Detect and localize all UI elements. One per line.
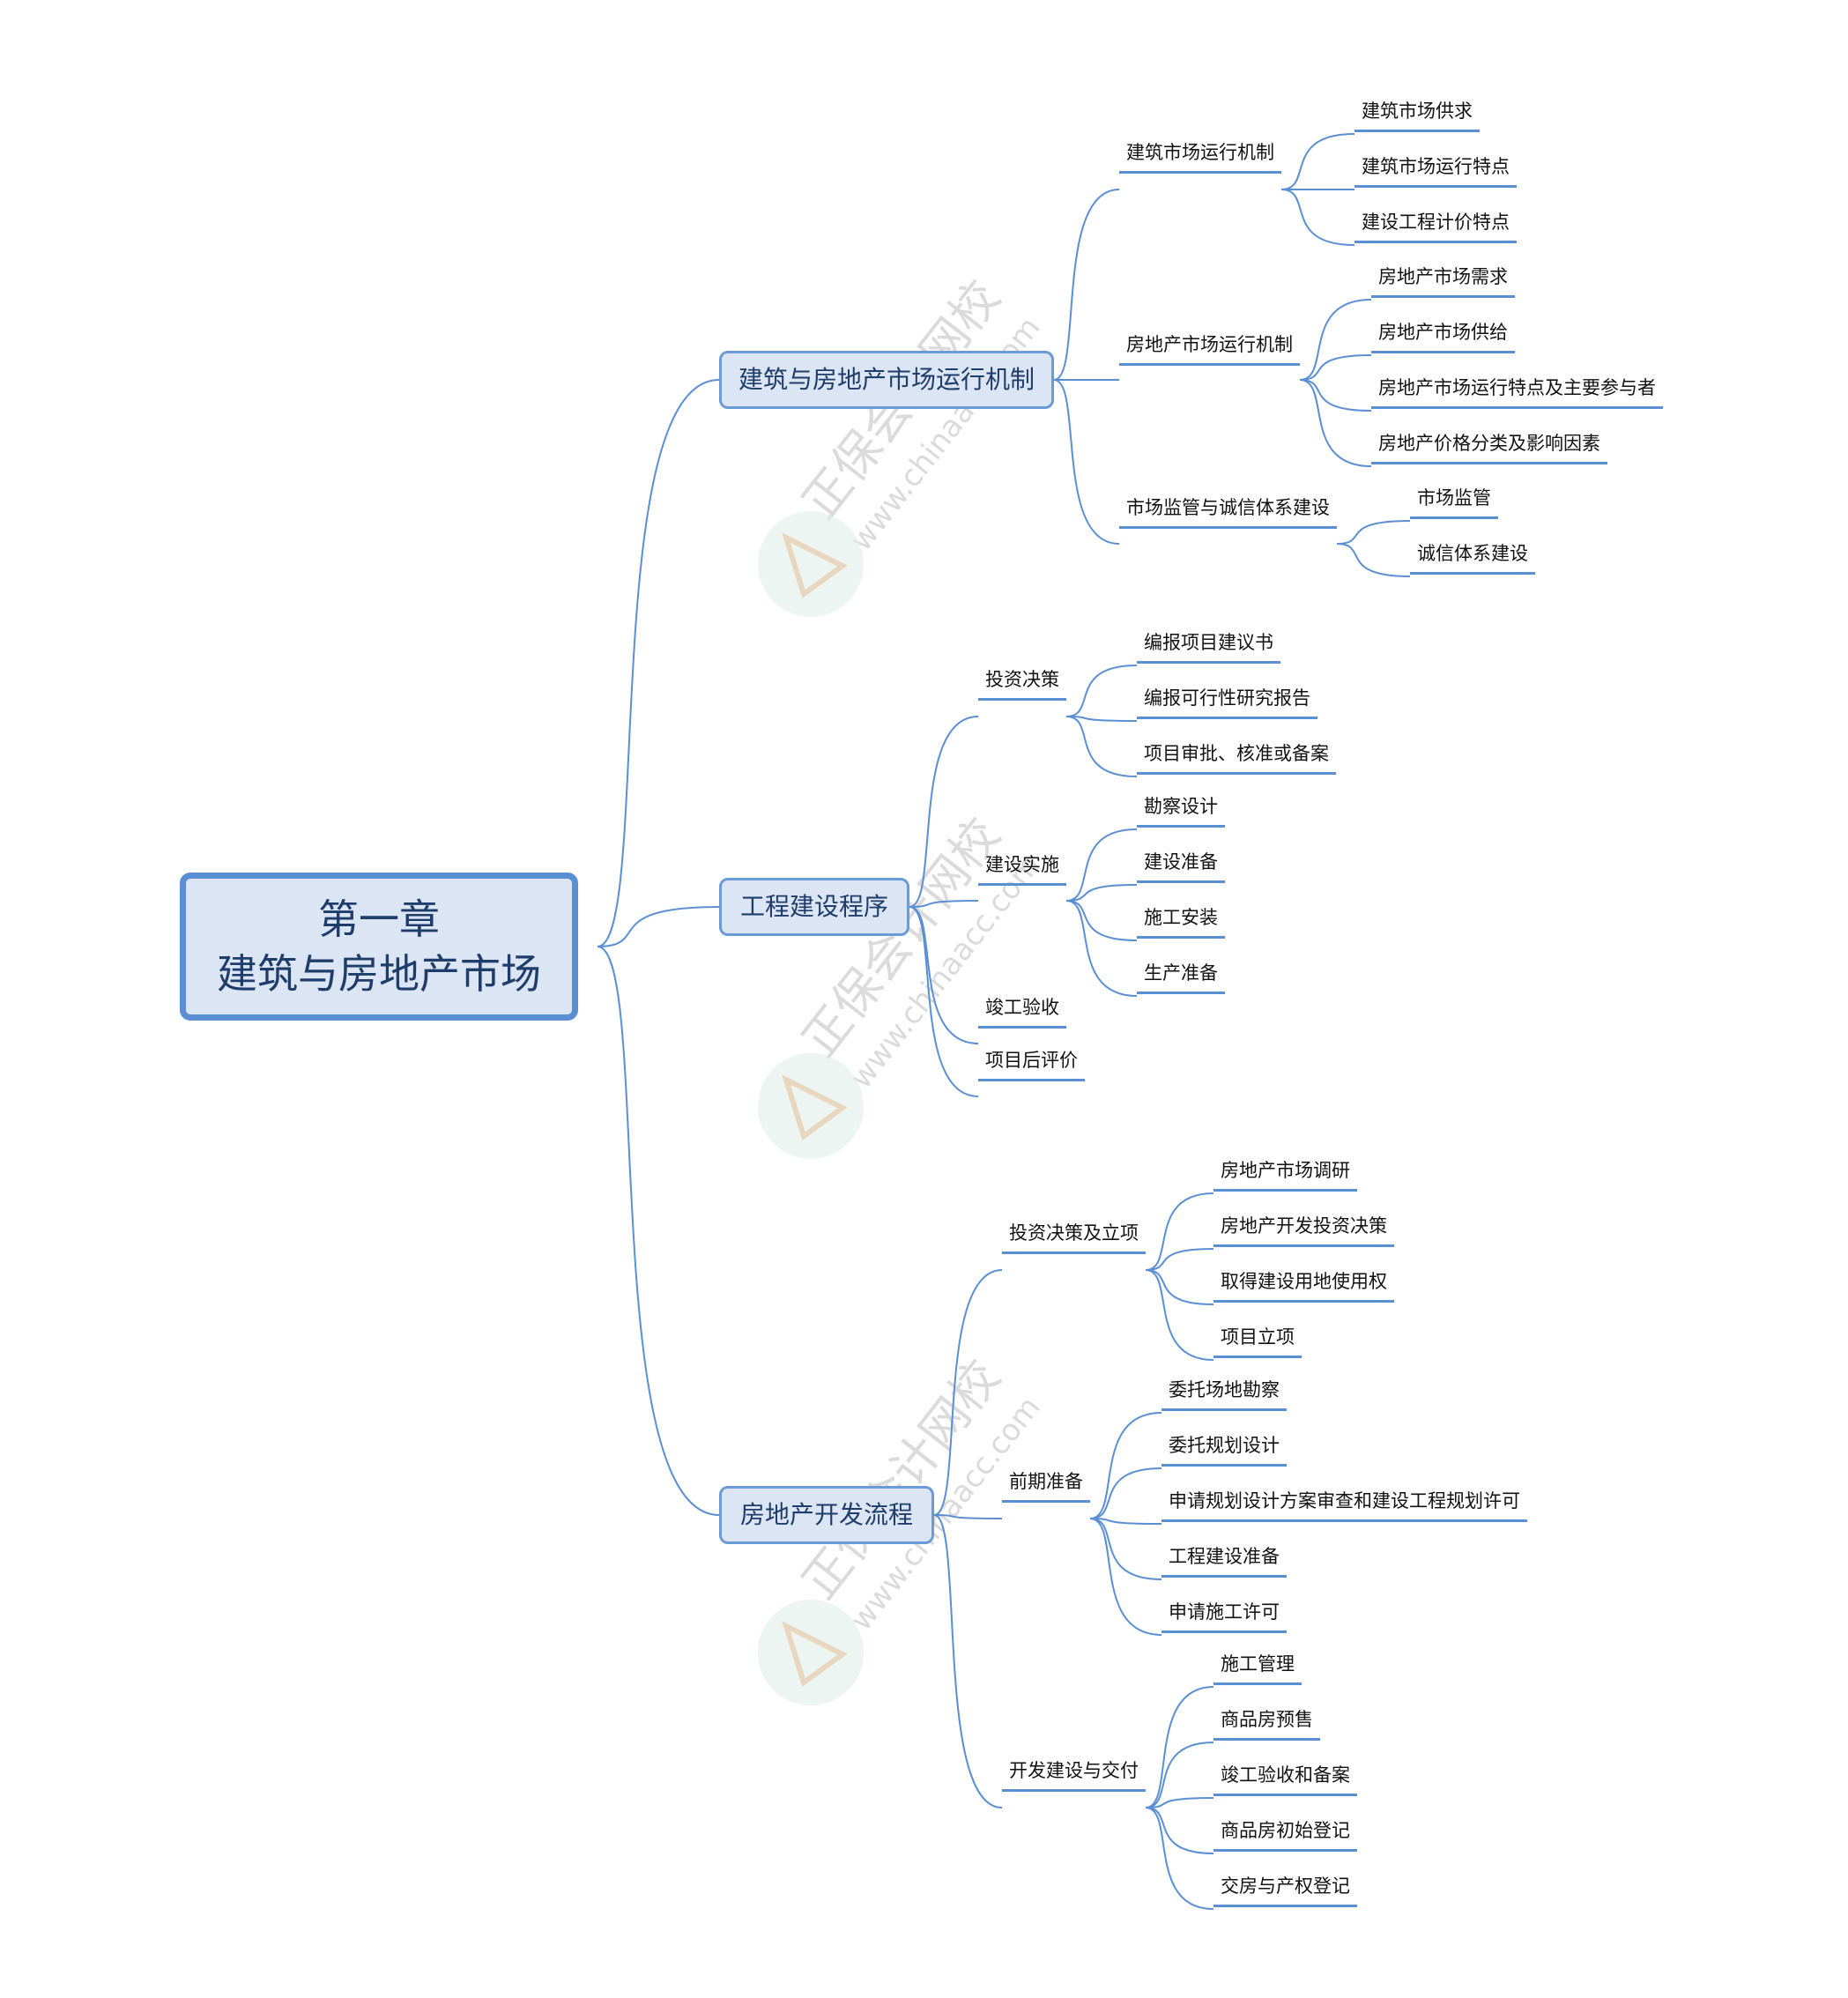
topic-node[interactable]: 开发建设与交付 — [1002, 1759, 1146, 1792]
connector-branch-topic — [1053, 379, 1120, 545]
connector-topic-subtopic — [1145, 1686, 1214, 1809]
connector-topic-subtopic — [1280, 133, 1355, 190]
connector-topic-subtopic — [1145, 1269, 1214, 1361]
topic-node[interactable]: 房地产市场运行机制 — [1119, 333, 1300, 366]
connector-root-branch — [597, 379, 720, 947]
subtopic-node[interactable]: 项目立项 — [1213, 1326, 1302, 1358]
connector-topic-subtopic — [1299, 379, 1372, 467]
connector-topic-subtopic — [1145, 1807, 1214, 1910]
subtopic-node[interactable]: 申请规划设计方案审查和建设工程规划许可 — [1161, 1489, 1527, 1522]
topic-node[interactable]: 项目后评价 — [978, 1049, 1085, 1081]
topic-node[interactable]: 前期准备 — [1002, 1470, 1090, 1503]
connector-branch-topic — [933, 1269, 1003, 1516]
connector-branch-topic — [933, 1514, 1003, 1809]
connector-topic-subtopic — [1299, 354, 1372, 381]
subtopic-node[interactable]: 诚信体系建设 — [1410, 542, 1535, 575]
connector-topic-subtopic — [1280, 189, 1355, 246]
subtopic-node[interactable]: 工程建设准备 — [1161, 1545, 1287, 1578]
subtopic-node[interactable]: 房地产价格分类及影响因素 — [1371, 432, 1607, 464]
branch-node-development-process[interactable]: 房地产开发流程 — [719, 1486, 934, 1544]
subtopic-node[interactable]: 委托场地勘察 — [1161, 1378, 1287, 1411]
topic-node[interactable]: 投资决策及立项 — [1002, 1222, 1146, 1254]
subtopic-node[interactable]: 建筑市场运行特点 — [1354, 155, 1517, 188]
connector-topic-subtopic — [1145, 1807, 1214, 1854]
connector-topic-subtopic — [1299, 379, 1372, 412]
subtopic-node[interactable]: 交房与产权登记 — [1213, 1875, 1357, 1907]
subtopic-node[interactable]: 房地产市场调研 — [1213, 1159, 1357, 1192]
connector-branch-topic — [1053, 189, 1120, 381]
connector-topic-subtopic — [1299, 299, 1372, 381]
topic-node[interactable]: 市场监管与诚信体系建设 — [1119, 496, 1337, 529]
subtopic-node[interactable]: 建设准备 — [1137, 850, 1225, 883]
connector-topic-subtopic — [1145, 1192, 1214, 1271]
connector-topic-subtopic — [1336, 520, 1411, 545]
subtopic-node[interactable]: 编报可行性研究报告 — [1137, 687, 1317, 719]
subtopic-node[interactable]: 生产准备 — [1137, 962, 1225, 994]
connector-root-branch — [597, 946, 720, 1516]
subtopic-node[interactable]: 勘察设计 — [1137, 795, 1225, 828]
topic-node[interactable]: 投资决策 — [978, 668, 1066, 701]
subtopic-node[interactable]: 取得建设用地使用权 — [1213, 1270, 1394, 1303]
watermark-logo-icon — [758, 1053, 864, 1159]
connector-topic-subtopic — [1065, 716, 1138, 722]
connector-topic-subtopic — [1145, 1742, 1214, 1809]
connector-branch-topic — [909, 906, 979, 1044]
subtopic-node[interactable]: 编报项目建议书 — [1137, 631, 1280, 664]
connector-topic-subtopic — [1145, 1248, 1214, 1271]
subtopic-node[interactable]: 竣工验收和备案 — [1213, 1764, 1357, 1796]
subtopic-node[interactable]: 建筑市场供求 — [1354, 100, 1480, 132]
subtopic-node[interactable]: 施工安装 — [1137, 906, 1225, 939]
watermark-logo-icon — [758, 1600, 864, 1705]
topic-node[interactable]: 建筑市场运行机制 — [1119, 141, 1281, 174]
connector-topic-subtopic — [1336, 543, 1411, 577]
connector-topic-subtopic — [1065, 900, 1138, 941]
connector-branch-topic — [909, 716, 979, 908]
connector-topic-subtopic — [1089, 1518, 1162, 1580]
connector-topic-subtopic — [1065, 900, 1138, 997]
subtopic-node[interactable]: 委托规划设计 — [1161, 1434, 1287, 1467]
topic-node[interactable]: 建设实施 — [978, 853, 1066, 886]
root-title-line1: 第一章 — [318, 895, 440, 943]
subtopic-node[interactable]: 房地产市场供给 — [1371, 321, 1515, 353]
subtopic-node[interactable]: 房地产开发投资决策 — [1213, 1214, 1394, 1247]
root-title-line2: 建筑与房地产市场 — [217, 950, 541, 998]
connector-branch-topic — [909, 900, 979, 908]
subtopic-node[interactable]: 商品房预售 — [1213, 1708, 1320, 1741]
branch-node-market-mechanism[interactable]: 建筑与房地产市场运行机制 — [719, 351, 1054, 409]
watermark-logo-icon — [758, 511, 864, 617]
connector-topic-subtopic — [1089, 1518, 1162, 1525]
branch-node-construction-procedure[interactable]: 工程建设程序 — [719, 878, 909, 936]
connector-topic-subtopic — [1145, 1269, 1214, 1305]
subtopic-node[interactable]: 建设工程计价特点 — [1354, 211, 1517, 243]
root-node[interactable]: 第一章 建筑与房地产市场 — [180, 873, 578, 1021]
connector-topic-subtopic — [1065, 828, 1138, 902]
subtopic-node[interactable]: 施工管理 — [1213, 1653, 1302, 1685]
subtopic-node[interactable]: 商品房初始登记 — [1213, 1819, 1357, 1852]
connector-branch-topic — [933, 1514, 1003, 1519]
subtopic-node[interactable]: 房地产市场运行特点及主要参与者 — [1371, 376, 1663, 409]
connector-topic-subtopic — [1089, 1467, 1162, 1519]
connector-root-branch — [597, 906, 720, 947]
connector-topic-subtopic — [1145, 1797, 1214, 1809]
subtopic-node[interactable]: 房地产市场需求 — [1371, 265, 1515, 298]
subtopic-node[interactable]: 申请施工许可 — [1161, 1601, 1287, 1633]
connector-topic-subtopic — [1089, 1518, 1162, 1636]
subtopic-node[interactable]: 市场监管 — [1410, 487, 1498, 519]
connector-topic-subtopic — [1065, 884, 1138, 902]
connector-branch-topic — [909, 906, 979, 1097]
connector-topic-subtopic — [1065, 665, 1138, 717]
connector-topic-subtopic — [1089, 1412, 1162, 1519]
topic-node[interactable]: 竣工验收 — [978, 996, 1066, 1029]
subtopic-node[interactable]: 项目审批、核准或备案 — [1137, 742, 1336, 775]
connector-topic-subtopic — [1065, 716, 1138, 777]
